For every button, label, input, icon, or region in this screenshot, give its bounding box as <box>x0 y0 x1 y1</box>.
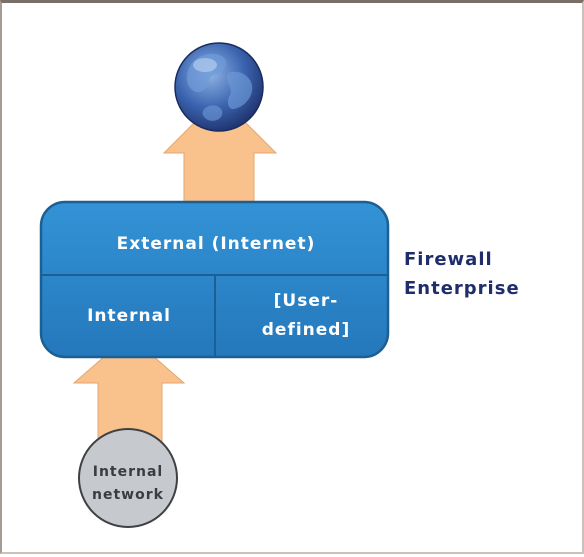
arrow-to-internet <box>162 96 278 204</box>
internal-network-label-line2: network <box>92 487 164 503</box>
firewall-title-line2: Enterprise <box>404 278 520 299</box>
internal-network-label-line1: Internal <box>93 464 163 480</box>
internal-network-node: Internal network <box>78 428 178 528</box>
internal-label: Internal <box>87 306 171 326</box>
firewall-title-line1: Firewall <box>404 249 493 270</box>
arrow-from-internal-network <box>72 334 186 444</box>
user-defined-label-line2: defined] <box>262 320 351 340</box>
firewall-box: External (Internet) Internal [User- defi… <box>39 200 390 359</box>
firewall-diagram: External (Internet) Internal [User- defi… <box>39 42 520 528</box>
external-internet-label: External (Internet) <box>117 234 316 254</box>
globe-icon <box>174 42 264 132</box>
user-defined-label-line1: [User- <box>274 291 339 311</box>
